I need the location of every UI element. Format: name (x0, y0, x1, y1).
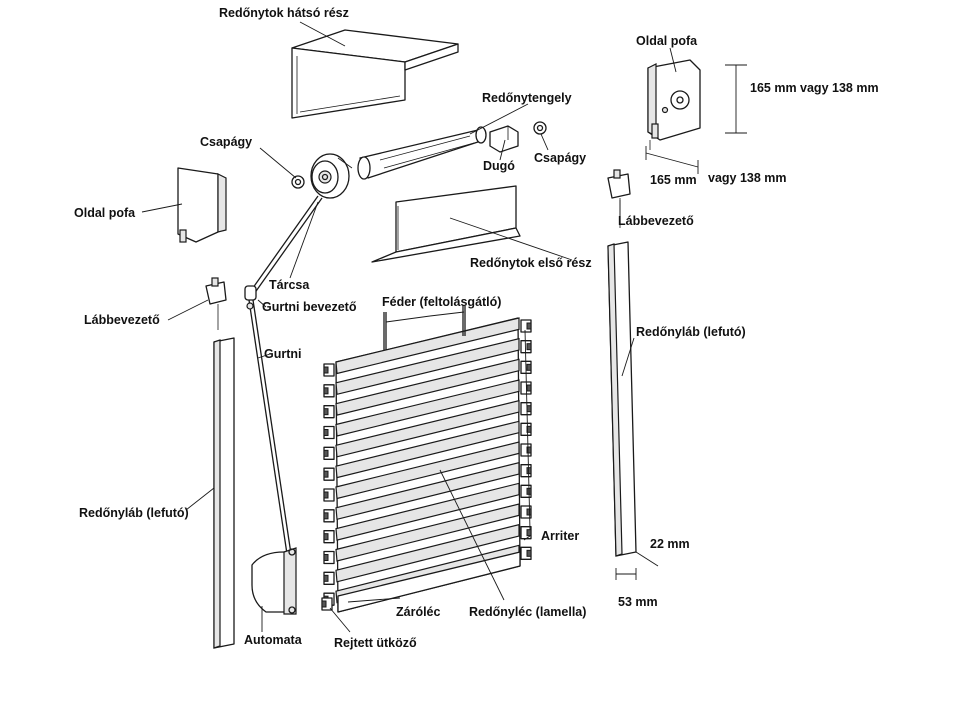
slat-end-cap-mark (526, 384, 532, 392)
leader-lines (141, 21, 677, 633)
label-rail-left: Redőnyláb (lefutó) (79, 506, 189, 520)
slat (335, 523, 520, 583)
slat-end-cap-mark (323, 533, 329, 541)
strap-guide (244, 285, 257, 310)
slat (335, 358, 520, 416)
slat (335, 399, 520, 458)
spring (383, 306, 466, 350)
slat-end-cap-mark (323, 387, 329, 395)
slat-end-cap-mark (526, 343, 532, 351)
label-spring: Féder (feltolásgátló) (382, 295, 502, 309)
label-plug: Dugó (483, 159, 515, 173)
slat (335, 461, 520, 521)
label-closing-slat: Záróléc (396, 605, 441, 619)
label-dim-22: 22 mm (650, 537, 690, 551)
width-dimension (645, 146, 699, 174)
slat-end-cap-mark (526, 405, 532, 413)
slat-end-cap-mark (323, 574, 329, 582)
slat-curtain (321, 317, 532, 613)
side-cover-left (177, 167, 227, 243)
bearing-left (291, 175, 305, 189)
slat-end-cap-mark (526, 549, 532, 557)
slat-end-cap-mark (526, 446, 532, 454)
slat-end-cap-mark (526, 425, 532, 433)
side-cover-right (647, 59, 701, 150)
slat-end-cap-mark (323, 470, 329, 478)
label-rail-right: Redőnyláb (lefutó) (636, 325, 746, 339)
slat-end-cap-mark (323, 554, 329, 561)
slat-end-cap-mark (526, 363, 532, 371)
strap (248, 195, 323, 555)
slat (335, 482, 520, 541)
label-stopper: Arriter (541, 529, 580, 543)
slat (335, 379, 520, 437)
rail-left (213, 337, 235, 649)
slat-end-cap-mark (323, 366, 329, 374)
slat (335, 441, 520, 500)
label-foot-guide-left: Lábbevezető (84, 313, 160, 327)
label-foot-guide-right: Lábbevezető (618, 214, 694, 228)
rail-right (607, 241, 637, 557)
label-dim-width-b: vagy 138 mm (708, 171, 787, 185)
label-bearing-left: Csapágy (200, 135, 253, 149)
bearing-right (533, 121, 547, 135)
slat-end-cap-mark (526, 322, 532, 330)
slat-end-cap-mark (323, 429, 329, 436)
label-back-box-part: Redőnytok hátsó rész (219, 6, 349, 20)
label-dim-height: 165 mm vagy 138 mm (750, 81, 879, 95)
label-dim-width-a: 165 mm (650, 173, 697, 187)
plug (489, 125, 519, 153)
slat-end-cap-mark (323, 491, 329, 499)
label-axle: Redőnytengely (482, 91, 572, 105)
label-side-cover-left: Oldal pofa (74, 206, 136, 220)
slat (335, 420, 520, 479)
label-disc: Tárcsa (269, 278, 310, 292)
height-dimension (725, 64, 747, 134)
slat (335, 337, 520, 396)
label-front-box-part: Redőnytok első rész (470, 256, 592, 270)
automat (251, 547, 297, 615)
foot-guide-left (205, 277, 227, 330)
slat-end-cap-mark (323, 408, 329, 416)
profile-dimensions (615, 551, 659, 580)
axle (357, 126, 487, 180)
label-slat: Redőnyléc (lamella) (469, 605, 587, 619)
closing-slat (337, 551, 521, 613)
label-strap: Gurtni (264, 347, 302, 361)
slat-end-cap-mark (526, 508, 532, 516)
label-bearing-right: Csapágy (534, 151, 587, 165)
label-strap-guide: Gurtni bevezető (262, 300, 357, 314)
hidden-stop-mark (321, 600, 327, 608)
foot-guide-right (607, 169, 631, 228)
back-box-part (291, 29, 459, 119)
label-side-cover-right: Oldal pofa (636, 34, 698, 48)
slat-end-cap-mark (323, 512, 329, 520)
label-hidden-stop: Rejtett ütköző (334, 636, 417, 650)
label-automat: Automata (244, 633, 302, 647)
slat-end-cap-mark (526, 529, 532, 537)
slat (335, 503, 520, 562)
front-box-part (371, 185, 521, 263)
disc (310, 153, 353, 199)
slat (335, 317, 520, 375)
slat-end-cap-mark (323, 449, 329, 457)
label-dim-53: 53 mm (618, 595, 658, 609)
